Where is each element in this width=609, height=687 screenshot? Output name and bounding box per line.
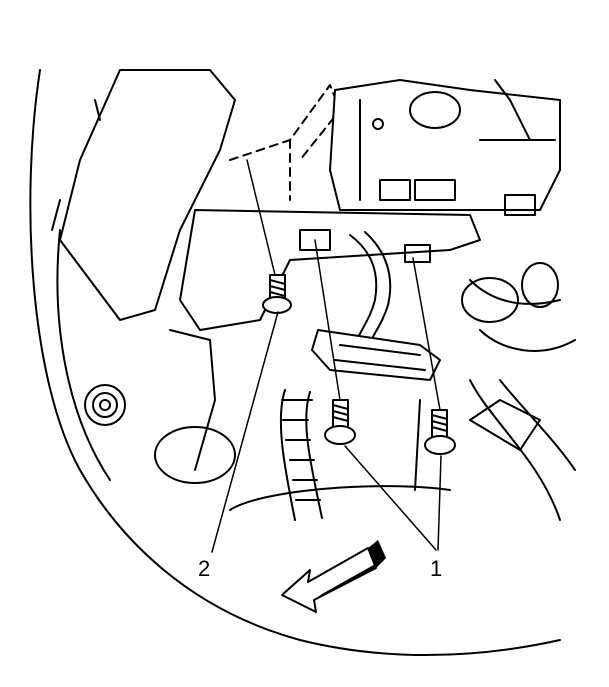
phantom-module-outline <box>229 84 341 161</box>
bolt-icon <box>262 274 292 314</box>
bolt-icon <box>424 409 456 455</box>
right-hoses <box>469 279 561 305</box>
alignment-line <box>412 257 441 411</box>
relay-block <box>329 79 561 211</box>
relay-knob <box>409 91 461 129</box>
alignment-line <box>314 239 341 401</box>
mounting-bracket <box>179 209 481 331</box>
callout-label-1: 1 <box>430 556 443 581</box>
wiring-harness <box>349 234 378 346</box>
alignment-line <box>246 159 276 276</box>
body-panel <box>29 69 561 656</box>
leader-line-1a <box>344 445 437 551</box>
left-cover <box>59 69 236 321</box>
leader-line-2 <box>211 311 279 553</box>
corrugated-hose <box>279 389 296 521</box>
leader-line-1b <box>437 455 442 551</box>
callout-label-2: 2 <box>198 556 211 581</box>
body-panel-inner <box>56 229 111 481</box>
grommet <box>84 384 126 426</box>
direction-arrow-icon <box>281 540 386 613</box>
bolt-icon <box>324 399 356 445</box>
